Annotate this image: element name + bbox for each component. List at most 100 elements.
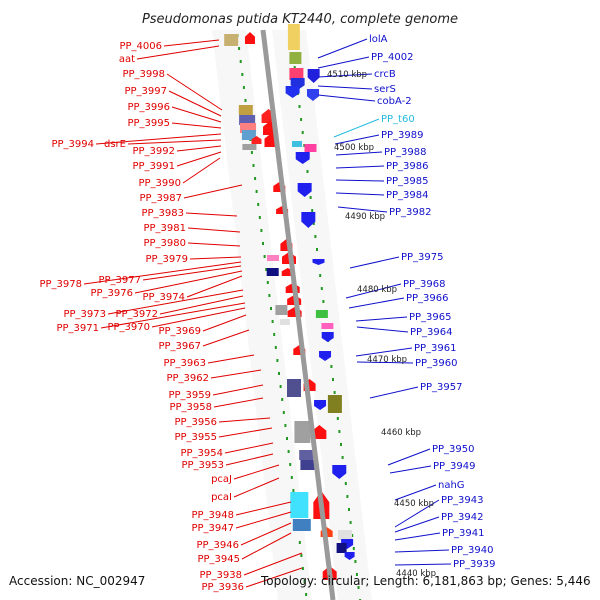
tick-mark bbox=[354, 560, 357, 563]
right-label-leader bbox=[317, 94, 376, 102]
gene-label-right: PP_3984 bbox=[386, 190, 429, 201]
gene-label-right: PP_3941 bbox=[442, 528, 485, 539]
right-label-leader bbox=[317, 56, 370, 69]
tick-mark bbox=[278, 372, 280, 375]
left-label-leader bbox=[107, 289, 244, 315]
tick-mark bbox=[336, 417, 339, 420]
tick-mark bbox=[250, 151, 253, 154]
reverse-gene-arrow bbox=[319, 351, 332, 361]
tick-mark bbox=[319, 274, 322, 277]
gene-label-left: PP_3980 bbox=[143, 238, 186, 249]
gene-label-right: PP_3966 bbox=[406, 293, 449, 304]
left-label-leader bbox=[202, 314, 247, 332]
kbp-label: 4460 kbp bbox=[381, 428, 421, 438]
tick-mark bbox=[244, 99, 247, 102]
tick-mark bbox=[287, 450, 290, 453]
tick-mark bbox=[333, 391, 336, 394]
tick-mark bbox=[344, 482, 347, 485]
gene-label-left: PP_3963 bbox=[163, 358, 206, 369]
gene-block bbox=[292, 141, 302, 147]
tick-mark bbox=[351, 534, 354, 537]
reverse-gene-arrow bbox=[344, 552, 355, 560]
right-label-leader bbox=[394, 484, 437, 501]
left-gene-labels: PP_4006aatPP_3998PP_3997PP_3996PP_3995PP… bbox=[39, 41, 244, 593]
left-label-leader bbox=[183, 184, 243, 199]
left-label-leader bbox=[127, 139, 222, 145]
gene-label-left: PP_3947 bbox=[191, 523, 234, 534]
tick-mark bbox=[301, 567, 304, 570]
gene-block bbox=[266, 268, 279, 276]
gene-label-right: PP_3939 bbox=[453, 559, 496, 570]
gene-label-left: PP_3953 bbox=[181, 460, 224, 471]
tick-mark bbox=[270, 307, 272, 310]
gene-label-left: PP_3958 bbox=[169, 402, 212, 413]
reverse-gene-arrow bbox=[285, 86, 300, 98]
right-label-leader bbox=[333, 118, 380, 138]
left-label-leader bbox=[151, 307, 246, 328]
kbp-label: 4470 kbp bbox=[367, 355, 407, 365]
tick-mark bbox=[320, 287, 323, 290]
right-label-leader bbox=[335, 192, 385, 196]
gene-block bbox=[304, 144, 317, 152]
gene-label-right: cobA-2 bbox=[377, 96, 412, 107]
gene-label-right: PP_3961 bbox=[414, 343, 457, 354]
forward-track bbox=[212, 30, 312, 600]
left-label-leader bbox=[185, 212, 238, 217]
gene-label-right: PP_3975 bbox=[401, 252, 444, 263]
left-label-leader bbox=[182, 157, 221, 184]
reverse-gene-arrow bbox=[297, 183, 312, 197]
right-label-leader bbox=[394, 516, 440, 533]
left-label-leader bbox=[171, 122, 222, 129]
right-label-leader bbox=[349, 256, 400, 269]
gene-label-right: PP_t60 bbox=[381, 114, 415, 125]
tick-mark bbox=[340, 443, 342, 446]
gene-label-left: PP_3976 bbox=[90, 288, 133, 299]
left-label-leader bbox=[176, 151, 222, 167]
gene-label-left: PP_3990 bbox=[138, 178, 181, 189]
gene-block bbox=[275, 305, 288, 315]
left-label-leader bbox=[212, 384, 264, 396]
gene-block bbox=[240, 123, 256, 133]
tick-mark bbox=[341, 456, 344, 459]
left-label-leader bbox=[168, 90, 222, 117]
tick-mark bbox=[265, 268, 268, 271]
gene-label-right: PP_3964 bbox=[410, 327, 453, 338]
tick-mark bbox=[338, 430, 341, 433]
gene-block bbox=[289, 68, 304, 80]
left-label-leader bbox=[210, 369, 262, 379]
gene-label-left: PP_3992 bbox=[132, 146, 175, 157]
gene-block bbox=[299, 450, 314, 460]
gene-label-right: PP_3965 bbox=[409, 312, 452, 323]
gene-label-left: PP_3996 bbox=[127, 102, 170, 113]
gene-label-left: PP_3997 bbox=[124, 86, 167, 97]
right-label-leader bbox=[348, 297, 405, 309]
gene-block bbox=[238, 105, 253, 115]
left-label-leader bbox=[235, 511, 292, 529]
gene-block bbox=[336, 543, 347, 553]
left-label-leader bbox=[187, 227, 241, 233]
tick-mark bbox=[346, 495, 349, 498]
gene-block bbox=[289, 52, 302, 64]
tick-mark bbox=[349, 521, 352, 524]
tick-mark bbox=[273, 333, 276, 336]
tick-mark bbox=[284, 424, 287, 427]
tick-mark bbox=[255, 190, 258, 193]
reverse-gene-arrow bbox=[295, 152, 310, 164]
tick-mark bbox=[268, 294, 271, 297]
gene-label-left: PP_3974 bbox=[142, 292, 185, 303]
gene-label-left: PP_3983 bbox=[141, 208, 184, 219]
gene-label-right: PP_3985 bbox=[386, 176, 429, 187]
gene-label-left: PP_3977 bbox=[98, 275, 141, 286]
left-label-leader bbox=[163, 39, 220, 47]
tick-mark bbox=[352, 547, 355, 550]
reverse-gene-arrow bbox=[301, 212, 316, 228]
left-label-leader bbox=[134, 270, 243, 294]
tick-mark bbox=[305, 593, 308, 596]
tick-mark bbox=[357, 586, 360, 589]
gene-label-right: crcB bbox=[374, 69, 396, 80]
reverse-gene-arrow bbox=[307, 69, 320, 83]
left-label-leader bbox=[166, 73, 223, 111]
right-label-leader bbox=[345, 283, 402, 299]
tick-mark bbox=[239, 60, 242, 63]
tick-mark bbox=[298, 541, 301, 544]
